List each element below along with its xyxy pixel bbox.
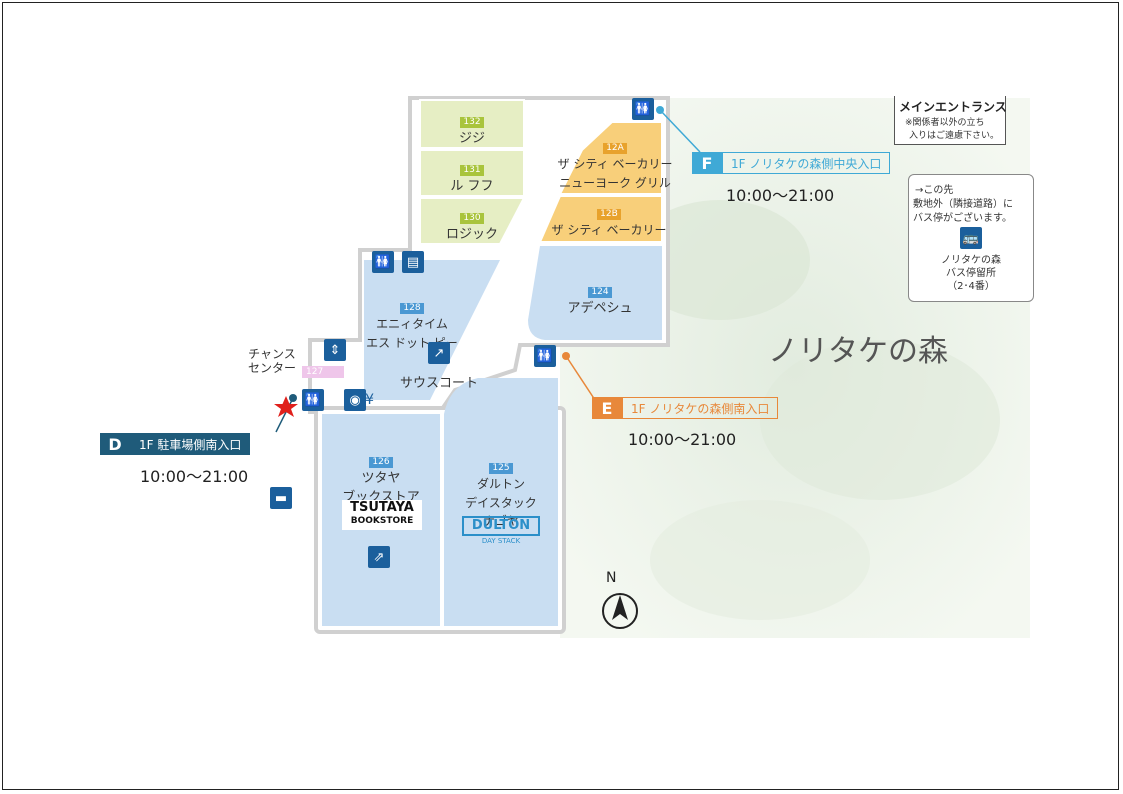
- bus-info-box: →この先 敷地外（隣接道路）に バス停がございます。 🚌 ノリタケの森 バス停留…: [908, 174, 1034, 302]
- shop-130[interactable]: 130 ロジック: [420, 206, 524, 243]
- shop-126[interactable]: 126 ツタヤ ブックストア: [322, 450, 440, 506]
- dulton-logo-line2: DAY STACK: [481, 537, 521, 545]
- bus-info-line2: 敷地外（隣接道路）に: [913, 199, 1013, 210]
- shop-12B[interactable]: 12B ザ シティ ベーカリー: [534, 202, 684, 239]
- shop-127[interactable]: チャンス センター: [232, 347, 312, 376]
- bus-stop-line1: ノリタケの森: [941, 255, 1001, 266]
- bus-info-line1: →この先: [915, 185, 954, 196]
- forest-patch: [760, 340, 1000, 500]
- dulton-logo: DULTON DAY STACK: [462, 516, 540, 546]
- entrance-e-label: 1F ノリタケの森側南入口: [622, 397, 779, 419]
- shop-127-name1: チャンス: [248, 347, 296, 361]
- atm-icon: ¥: [365, 392, 374, 408]
- entrance-e-letter: E: [592, 397, 622, 419]
- shop-12A-name1: ザ シティ ベーカリー: [557, 157, 673, 172]
- shop-132-number: 132: [460, 117, 484, 128]
- north-arrow-icon: [602, 593, 638, 629]
- main-entrance-note-line2: 入りはご遠慮下さい。: [909, 131, 1000, 141]
- main-entrance-box: メインエントランス ※関係者以外の立ち 入りはご遠慮下さい。: [894, 96, 1007, 145]
- entrance-f-tag[interactable]: F 1F ノリタケの森側中央入口: [692, 152, 891, 174]
- restroom-icon: 🚻: [302, 389, 324, 411]
- entrance-d-tag[interactable]: D 1F 駐車場側南入口: [100, 433, 251, 455]
- entrance-f-hours: 10:00～21:00: [726, 186, 835, 205]
- shop-124-name: アデペシュ: [567, 301, 633, 317]
- forest-label: ノリタケの森: [768, 334, 948, 369]
- baby-car-icon: ◉: [344, 389, 366, 411]
- shop-125-name2: デイスタック: [465, 495, 537, 510]
- shop-12A[interactable]: 12A ザ シティ ベーカリー ニューヨーク グリル: [540, 136, 690, 191]
- south-court-label: サウスコート: [400, 376, 479, 391]
- shop-12A-number: 12A: [603, 143, 627, 154]
- shop-130-name: ロジック: [445, 227, 498, 243]
- shop-128[interactable]: 128 エニィタイム エス ドット ピー: [352, 296, 472, 351]
- shop-12B-name: ザ シティ ベーカリー: [551, 223, 667, 238]
- entrance-e-line: [565, 355, 596, 401]
- shop-128-name1: エニィタイム: [376, 317, 448, 332]
- entrance-f-label: 1F ノリタケの森側中央入口: [722, 152, 891, 174]
- shop-126-name1: ツタヤ: [361, 471, 401, 487]
- dulton-logo-line1: DULTON: [462, 516, 540, 536]
- entrance-d-letter: D: [100, 433, 130, 455]
- shop-126-number: 126: [369, 457, 393, 468]
- entrance-d-dot: [289, 394, 297, 402]
- entrance-f-dot: [656, 106, 664, 114]
- shop-125-name1: ダルトン: [476, 477, 525, 492]
- entrance-e-tag[interactable]: E 1F ノリタケの森側南入口: [592, 397, 779, 419]
- entrance-f-line: [659, 109, 701, 153]
- shop-131-name: ル フフ: [450, 179, 494, 195]
- entrance-d-line: [275, 397, 294, 433]
- entrance-e-hours: 10:00～21:00: [628, 430, 737, 449]
- star-marker-icon: [274, 396, 298, 417]
- entrance-e-dot: [562, 352, 570, 360]
- elevator-icon: ⇕: [324, 339, 346, 361]
- nursing-room-icon: ▤: [402, 251, 424, 273]
- shop-12A-name2: ニューヨーク グリル: [559, 175, 671, 190]
- shop-124-number: 124: [588, 287, 612, 298]
- tsutaya-logo-line2: BOOKSTORE: [350, 516, 414, 526]
- entrance-d-hours: 10:00～21:00: [140, 467, 249, 486]
- shop-132-name: ジジ: [458, 131, 485, 147]
- restroom-icon: 🚻: [372, 251, 394, 273]
- shop-128-number: 128: [400, 303, 424, 314]
- shop-130-number: 130: [460, 213, 484, 224]
- bus-info-line3: バス停がございます。: [913, 213, 1012, 224]
- tsutaya-logo: TSUTAYA BOOKSTORE: [342, 500, 422, 530]
- restroom-icon: 🚻: [632, 98, 654, 120]
- shop-125-area: [444, 378, 558, 626]
- forest-patch: [650, 500, 870, 620]
- main-entrance-title: メインエントランス: [899, 100, 1007, 114]
- shop-124[interactable]: 124 アデペシュ: [540, 280, 660, 317]
- smoking-icon: ▬: [270, 487, 292, 509]
- shop-132[interactable]: 132 ジジ: [420, 110, 524, 147]
- entrance-f-letter: F: [692, 152, 722, 174]
- shop-127-name2: センター: [247, 360, 296, 375]
- bus-stop-line2: バス停留所: [946, 268, 996, 279]
- bus-stop-line3: （2･4番）: [947, 281, 995, 292]
- escalator-icon: ↗: [428, 342, 450, 364]
- bus-icon: 🚌: [960, 227, 982, 249]
- shop-12B-number: 12B: [597, 209, 621, 220]
- shop-131[interactable]: 131 ル フフ: [420, 158, 524, 195]
- stairs-icon: ⇗: [368, 546, 390, 568]
- shop-127-area: [302, 366, 344, 378]
- compass-label: N: [606, 570, 617, 586]
- shop-127-number: 127: [306, 367, 324, 377]
- entrance-d-label: 1F 駐車場側南入口: [130, 433, 251, 455]
- forest-patch: [630, 200, 810, 320]
- shop-125-number: 125: [489, 463, 513, 474]
- shop-12A-area: [558, 121, 663, 195]
- main-entrance-note-line1: ※関係者以外の立ち: [905, 118, 985, 128]
- shop-128-area: [364, 260, 500, 400]
- shop-131-number: 131: [460, 165, 484, 176]
- tsutaya-logo-line1: TSUTAYA: [350, 500, 414, 515]
- restroom-icon: 🚻: [534, 345, 556, 367]
